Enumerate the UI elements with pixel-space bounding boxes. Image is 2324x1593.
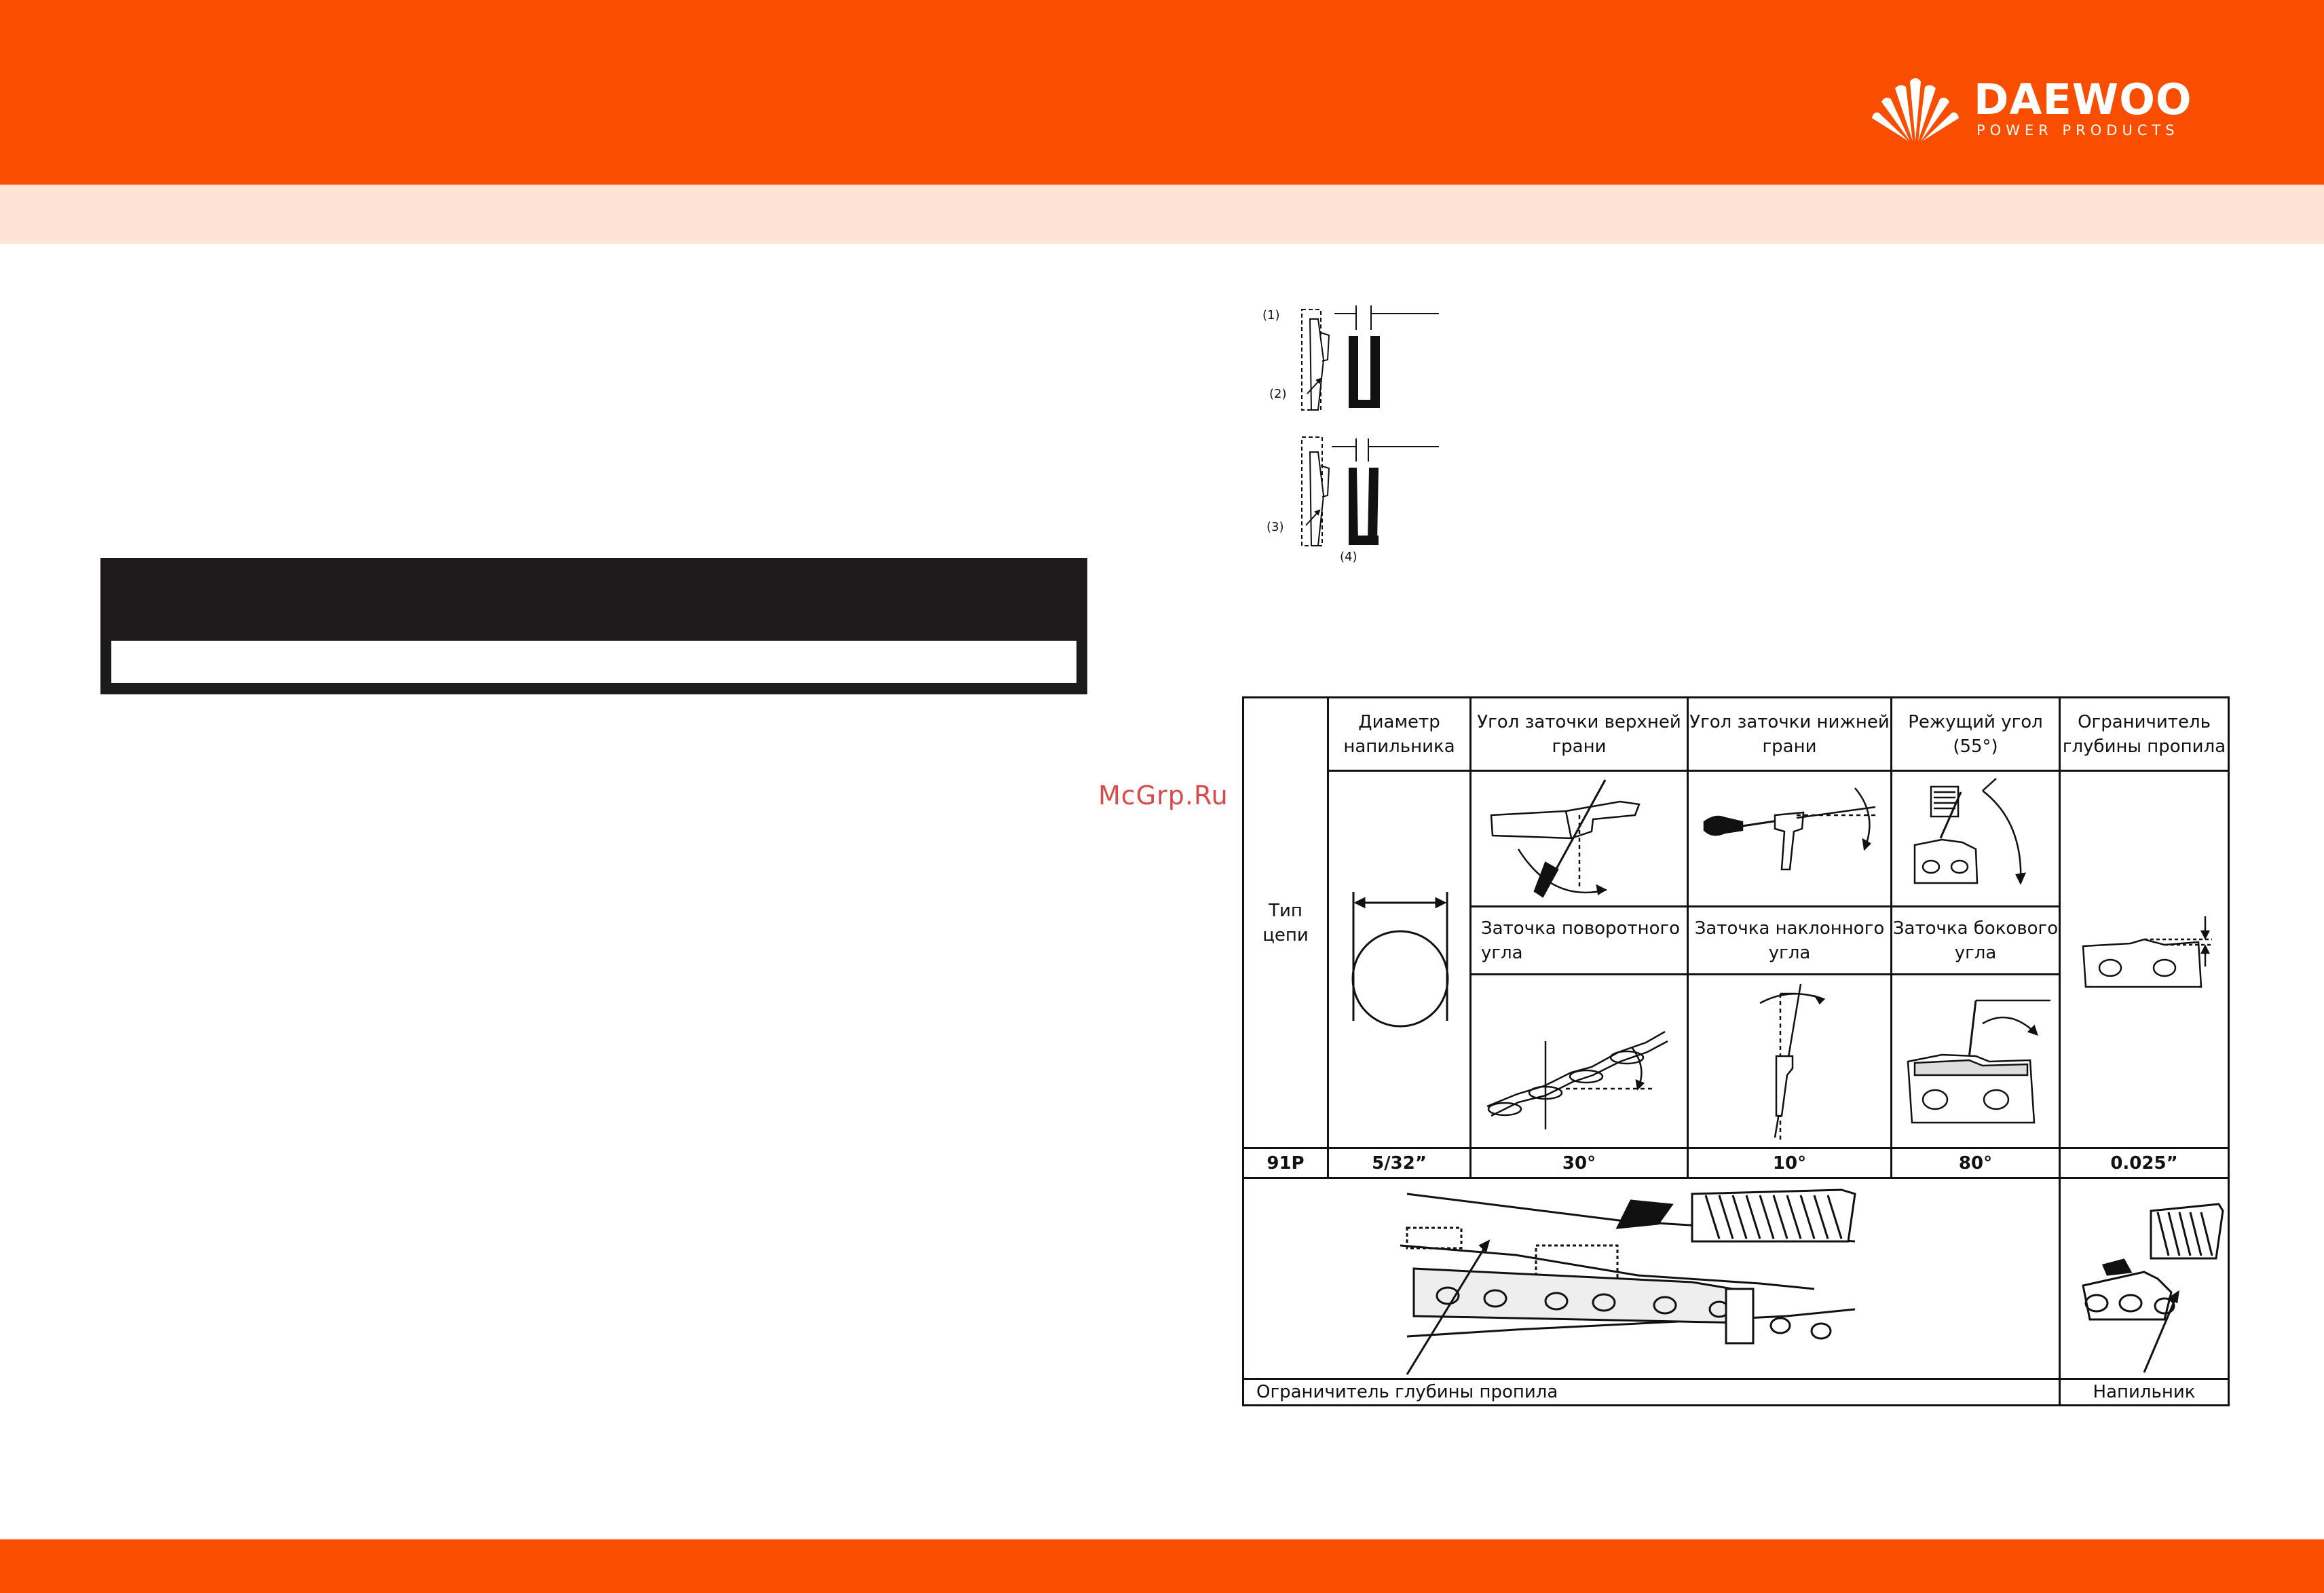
chain-wear-figure: (1) (2) (3) (4) <box>1256 299 1446 570</box>
depth-gauge-drawing <box>1400 1188 1856 1375</box>
header-cutting-angle: Режущий угол (55°) <box>1890 696 2061 772</box>
header-bar <box>0 0 2324 185</box>
file-circle-drawing <box>1351 891 1448 1027</box>
side-angle-figure-cell <box>1890 973 2061 1149</box>
file-figure-cell <box>2059 1177 2230 1380</box>
depth-limiter-drawing <box>2082 916 2212 988</box>
subheader-rotary-angle: Заточка поворотного угла <box>1469 905 1689 975</box>
daewoo-fan-icon <box>1872 78 1959 141</box>
header-top-angle: Угол заточки верхней грани <box>1469 696 1689 772</box>
watermark: McGrp.Ru <box>1098 781 1229 810</box>
bottom-angle-value: 10° <box>1687 1147 1892 1179</box>
warning-text-area <box>111 641 1076 683</box>
depth-limiter-figure-cell <box>2059 770 2230 1149</box>
subheader-side-angle: Заточка бокового угла <box>1890 905 2061 975</box>
top-angle-value: 30° <box>1469 1147 1689 1179</box>
file-diameter-figure-cell <box>1327 770 1472 1149</box>
subheader-band <box>0 185 2324 244</box>
tilt-angle-figure-cell <box>1687 973 1892 1149</box>
tilt-angle-drawing <box>1759 983 1825 1143</box>
chain-type-value: 91P <box>1242 1147 1329 1179</box>
fig-label-2: (2) <box>1269 387 1287 401</box>
depth-limiter-value: 0.025” <box>2059 1147 2230 1179</box>
bottom-angle-drawing <box>1703 787 1875 870</box>
file-label: Напильник <box>2059 1378 2230 1406</box>
cutting-angle-value: 80° <box>1890 1147 2061 1179</box>
header-file-diameter: Диаметр напильника <box>1327 696 1472 772</box>
fig-label-4: (4) <box>1340 550 1357 564</box>
file-drawing <box>2082 1202 2224 1373</box>
footer-bar <box>0 1539 2324 1593</box>
subheader-tilt-angle: Заточка наклонного угла <box>1687 905 1892 975</box>
rotary-angle-drawing <box>1486 1030 1668 1129</box>
fig-label-3: (3) <box>1267 520 1284 534</box>
top-angle-drawing <box>1490 779 1641 898</box>
warning-box <box>100 558 1087 694</box>
header-depth-limiter: Ограничитель глубины пропила <box>2059 696 2230 772</box>
header-bottom-angle: Угол заточки нижней грани <box>1687 696 1892 772</box>
brand-logo: DAEWOO POWER PRODUCTS <box>1868 73 2207 148</box>
depth-gauge-figure-cell <box>1242 1177 2061 1380</box>
top-angle-figure-cell <box>1469 770 1689 907</box>
bottom-angle-figure-cell <box>1687 770 1892 907</box>
rotary-angle-figure-cell <box>1469 973 1689 1149</box>
brand-tagline: POWER PRODUCTS <box>1976 122 2179 138</box>
cutting-angle-drawing <box>1913 777 2026 885</box>
chain-wear-drawing <box>1301 305 1439 546</box>
brand-name: DAEWOO <box>1974 75 2192 124</box>
side-angle-drawing <box>1907 999 2050 1123</box>
chain-type-header: Тип цепи <box>1242 696 1329 1149</box>
chain-sharpening-table: Тип цепи Диаметр напильника Угол заточки… <box>1242 696 2230 1406</box>
depth-gauge-label: Ограничитель глубины пропила <box>1242 1378 2061 1406</box>
fig-label-1: (1) <box>1262 308 1280 322</box>
cutting-angle-figure-cell <box>1890 770 2061 907</box>
file-diameter-value: 5/32” <box>1327 1147 1472 1179</box>
